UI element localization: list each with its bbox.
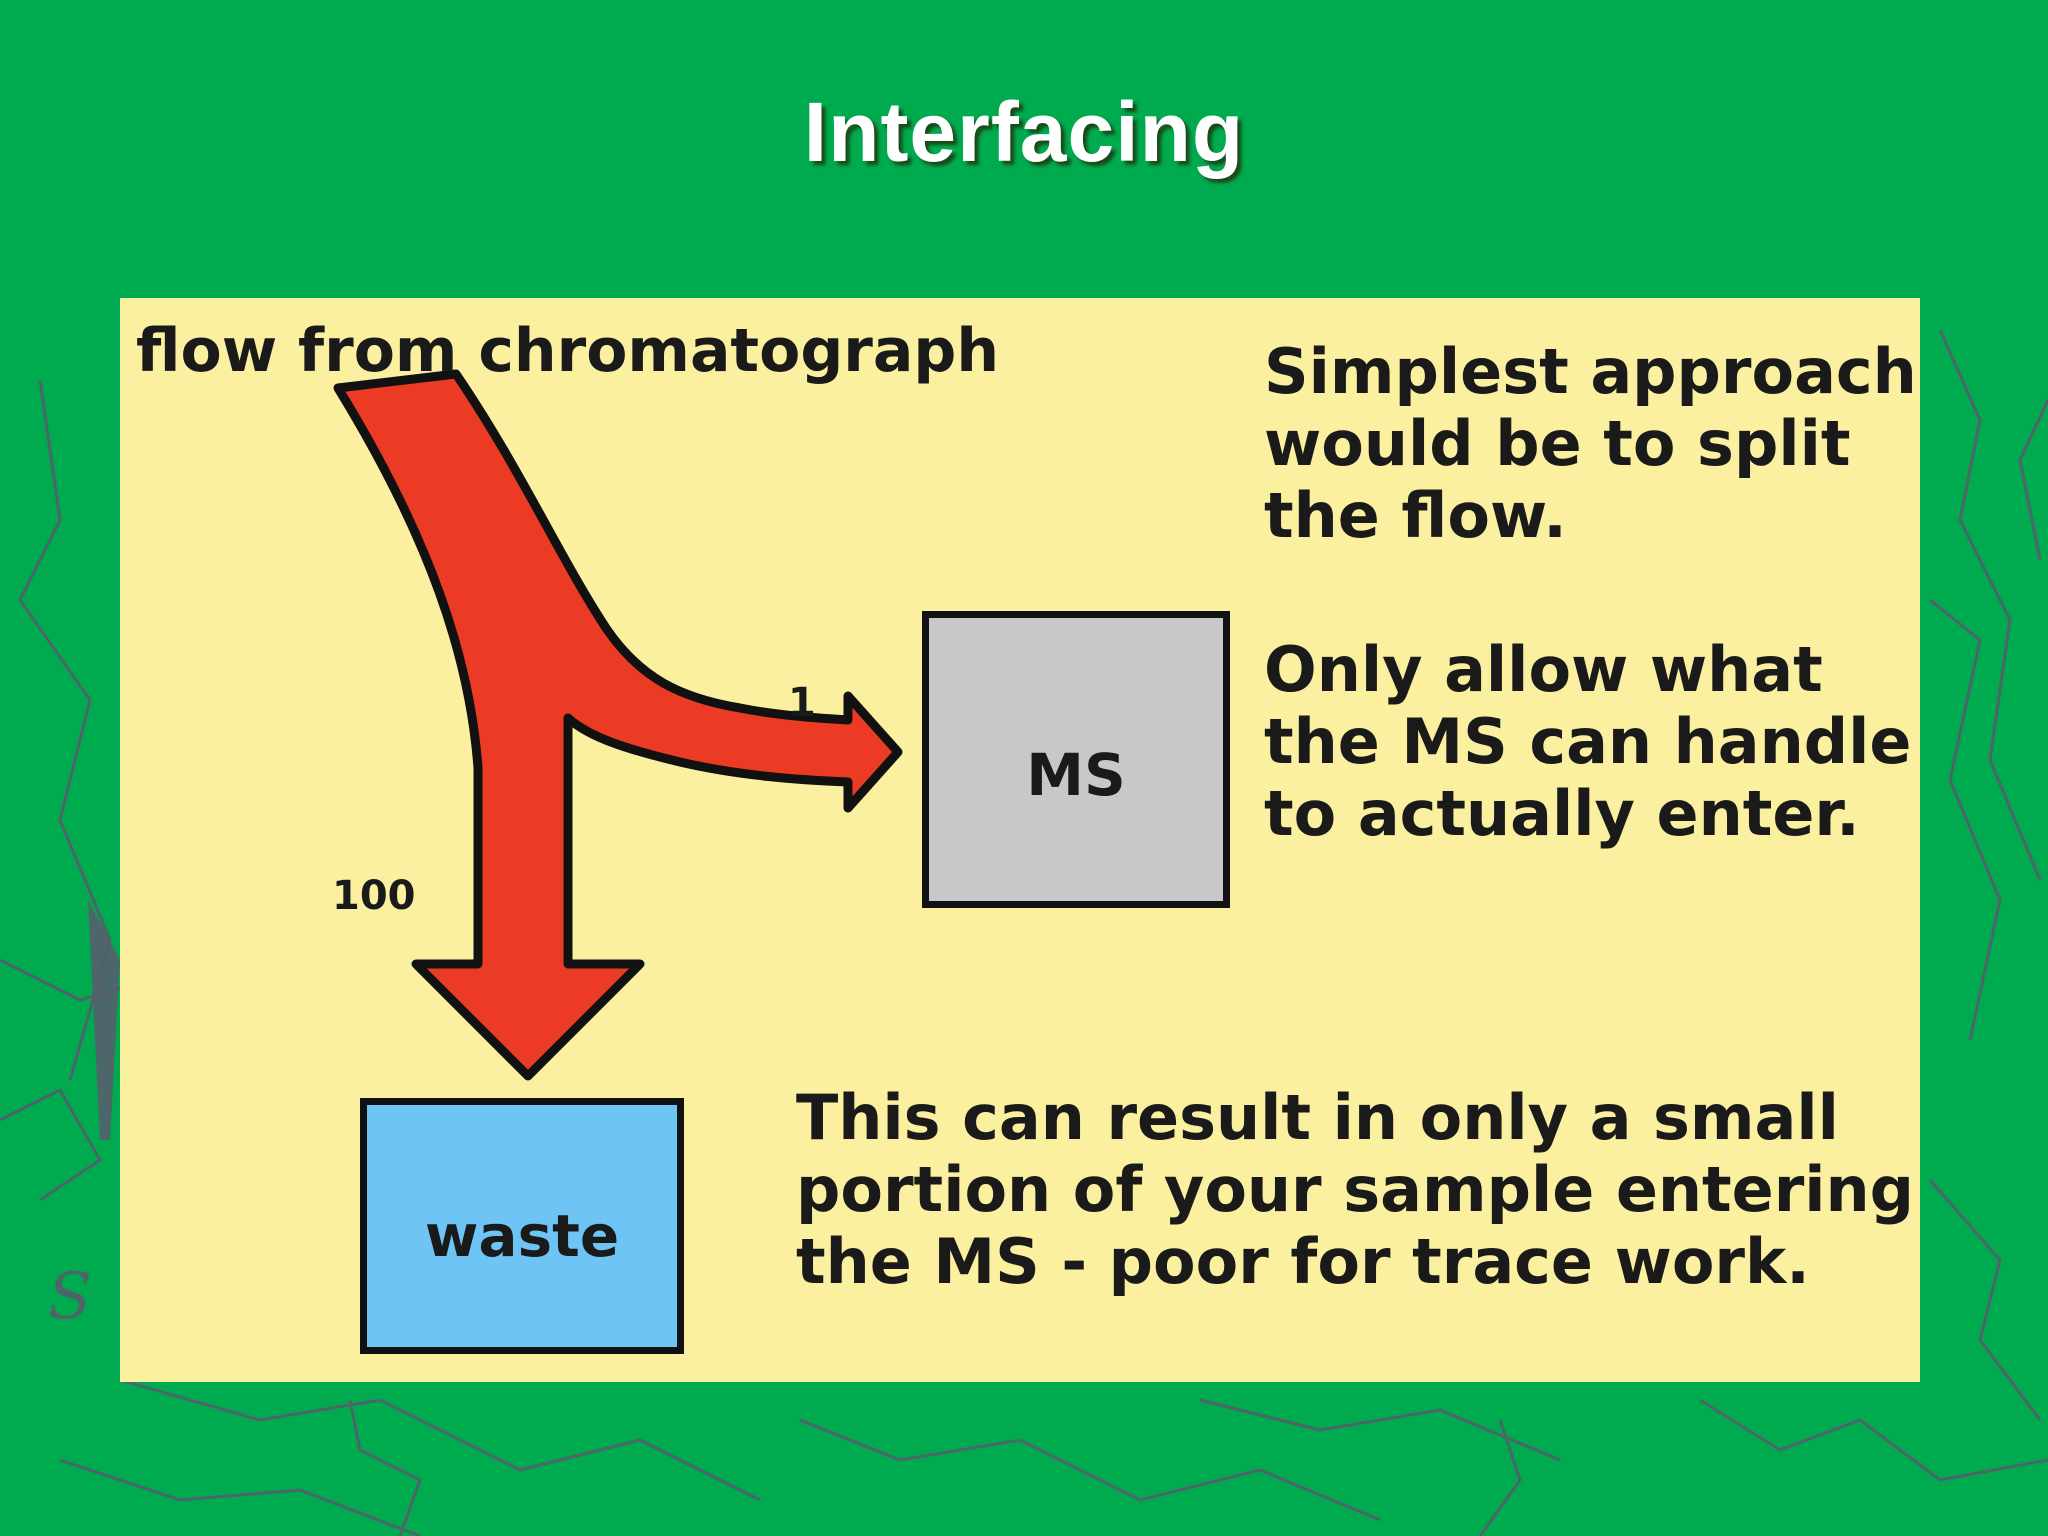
ms-flow-ratio: 1	[788, 680, 816, 726]
note-line: the flow.	[1264, 479, 1567, 552]
ms-box-label: MS	[1026, 740, 1126, 809]
source-label: flow from chromatograph	[136, 316, 1000, 386]
note-split: Simplest approach would be to split the …	[1264, 336, 1917, 552]
note-line: Simplest approach	[1264, 335, 1917, 408]
ms-box: MS	[922, 611, 1230, 908]
waste-box-label: waste	[424, 1202, 620, 1270]
waste-flow-ratio: 100	[332, 873, 416, 919]
flow-split-diagram	[333, 369, 903, 1081]
diagram-panel: flow from chromatograph 1 100 MS waste S…	[120, 298, 1920, 1382]
note-line: Only allow what	[1264, 633, 1823, 706]
flow-arrow	[333, 369, 903, 1081]
note-line: would be to split	[1264, 407, 1851, 480]
note-line: to actually enter.	[1264, 777, 1860, 850]
waste-box: waste	[360, 1098, 684, 1354]
note-line: portion of your sample entering	[796, 1153, 1915, 1226]
note-line: This can result in only a small	[796, 1081, 1839, 1154]
slide-title: Interfacing	[803, 85, 1245, 179]
note-result: This can result in only a small portion …	[796, 1082, 1914, 1298]
note-allow: Only allow what the MS can handle to act…	[1264, 634, 1911, 850]
compass-s-glyph: S	[48, 1260, 92, 1334]
note-line: the MS can handle	[1264, 705, 1912, 778]
note-line: the MS - poor for trace work.	[796, 1225, 1810, 1298]
